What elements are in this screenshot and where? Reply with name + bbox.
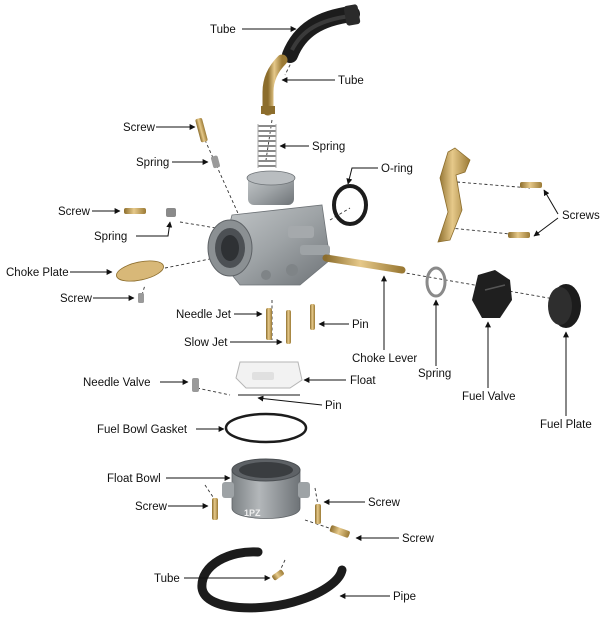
label-tube-brass: Tube <box>281 75 364 87</box>
svg-text:Screw: Screw <box>368 497 401 509</box>
svg-text:Needle Jet: Needle Jet <box>176 309 232 321</box>
label-fuel-bowl-gasket: Fuel Bowl Gasket <box>97 424 225 436</box>
fuel-plate-part <box>548 284 581 328</box>
svg-text:Screw: Screw <box>123 122 156 134</box>
jets-part <box>266 304 315 344</box>
label-screws-right: Screws <box>533 189 600 237</box>
svg-text:Tube: Tube <box>338 75 364 87</box>
label-screw-drain: Screw <box>355 533 435 545</box>
label-pipe: Pipe <box>339 591 416 603</box>
label-needle-jet: Needle Jet <box>176 309 263 321</box>
label-spring-top: Spring <box>136 157 209 169</box>
svg-text:Fuel Plate: Fuel Plate <box>540 419 592 431</box>
label-float: Float <box>303 375 376 387</box>
label-float-bowl: Float Bowl <box>107 473 231 485</box>
bracket-part <box>437 147 542 243</box>
svg-text:Float: Float <box>350 375 376 387</box>
svg-text:Screw: Screw <box>135 501 168 513</box>
svg-text:Spring: Spring <box>312 141 345 153</box>
bowl-mark-text: 1PZ <box>244 508 261 518</box>
label-screw-left: Screw <box>58 206 121 218</box>
svg-text:Float Bowl: Float Bowl <box>107 473 161 485</box>
fuel-valve-part <box>472 270 512 318</box>
needle-valve-part <box>192 378 199 392</box>
bowl-screws-part <box>212 498 350 538</box>
label-tube-top: Tube <box>210 24 297 36</box>
tube-top-part <box>282 4 361 63</box>
tube-brass-part <box>261 54 288 116</box>
label-screw-top: Screw <box>123 122 196 134</box>
spring-throttle-part <box>257 124 277 168</box>
label-screw-bowl-right: Screw <box>323 497 401 509</box>
label-screw-choke: Screw <box>60 293 135 305</box>
screw-left-part <box>124 208 176 217</box>
label-choke-lever: Choke Lever <box>352 275 417 365</box>
label-slow-jet: Slow Jet <box>184 337 283 349</box>
svg-text:Fuel Bowl Gasket: Fuel Bowl Gasket <box>97 424 188 436</box>
svg-text:O-ring: O-ring <box>381 163 413 175</box>
label-choke-plate: Choke Plate <box>6 267 113 279</box>
svg-text:Needle Valve: Needle Valve <box>83 377 151 389</box>
screw-top-part <box>195 118 208 143</box>
svg-text:Choke Plate: Choke Plate <box>6 267 69 279</box>
float-bowl-part: 1PZ <box>222 458 310 519</box>
label-spring-right: Spring <box>418 299 451 380</box>
svg-text:Slow Jet: Slow Jet <box>184 337 228 349</box>
label-pin-top: Pin <box>318 319 369 331</box>
o-ring-part <box>332 184 368 226</box>
svg-text:Screw: Screw <box>58 206 91 218</box>
svg-text:Screws: Screws <box>562 210 600 222</box>
svg-text:Spring: Spring <box>418 368 451 380</box>
svg-text:Tube: Tube <box>210 24 236 36</box>
svg-text:Pin: Pin <box>352 319 369 331</box>
label-screw-bowl-left: Screw <box>135 501 209 513</box>
choke-lever-part <box>322 254 406 274</box>
label-tube-bottom: Tube <box>154 573 271 585</box>
label-spring-left: Spring <box>94 221 173 243</box>
fuel-bowl-gasket-part <box>224 412 308 444</box>
label-fuel-valve: Fuel Valve <box>462 321 515 403</box>
label-pin-float: Pin <box>257 395 342 412</box>
label-fuel-plate: Fuel Plate <box>540 331 592 431</box>
svg-text:Choke Lever: Choke Lever <box>352 353 417 365</box>
float-part <box>235 361 303 396</box>
label-needle-valve: Needle Valve <box>83 377 189 389</box>
svg-text:Spring: Spring <box>94 231 127 243</box>
svg-text:Screw: Screw <box>60 293 93 305</box>
pipe-part <box>197 547 347 613</box>
svg-text:Screw: Screw <box>402 533 435 545</box>
svg-text:Fuel Valve: Fuel Valve <box>462 391 515 403</box>
spring-right-part <box>425 266 447 298</box>
spring-small-part <box>210 155 220 169</box>
label-spring-needle: Spring <box>279 141 345 153</box>
carburetor-body-part <box>207 170 331 286</box>
svg-text:Tube: Tube <box>154 573 180 585</box>
label-o-ring: O-ring <box>346 163 413 185</box>
svg-text:Pin: Pin <box>325 400 342 412</box>
svg-text:Pipe: Pipe <box>393 591 416 603</box>
svg-text:Spring: Spring <box>136 157 169 169</box>
choke-plate-part <box>116 260 164 303</box>
